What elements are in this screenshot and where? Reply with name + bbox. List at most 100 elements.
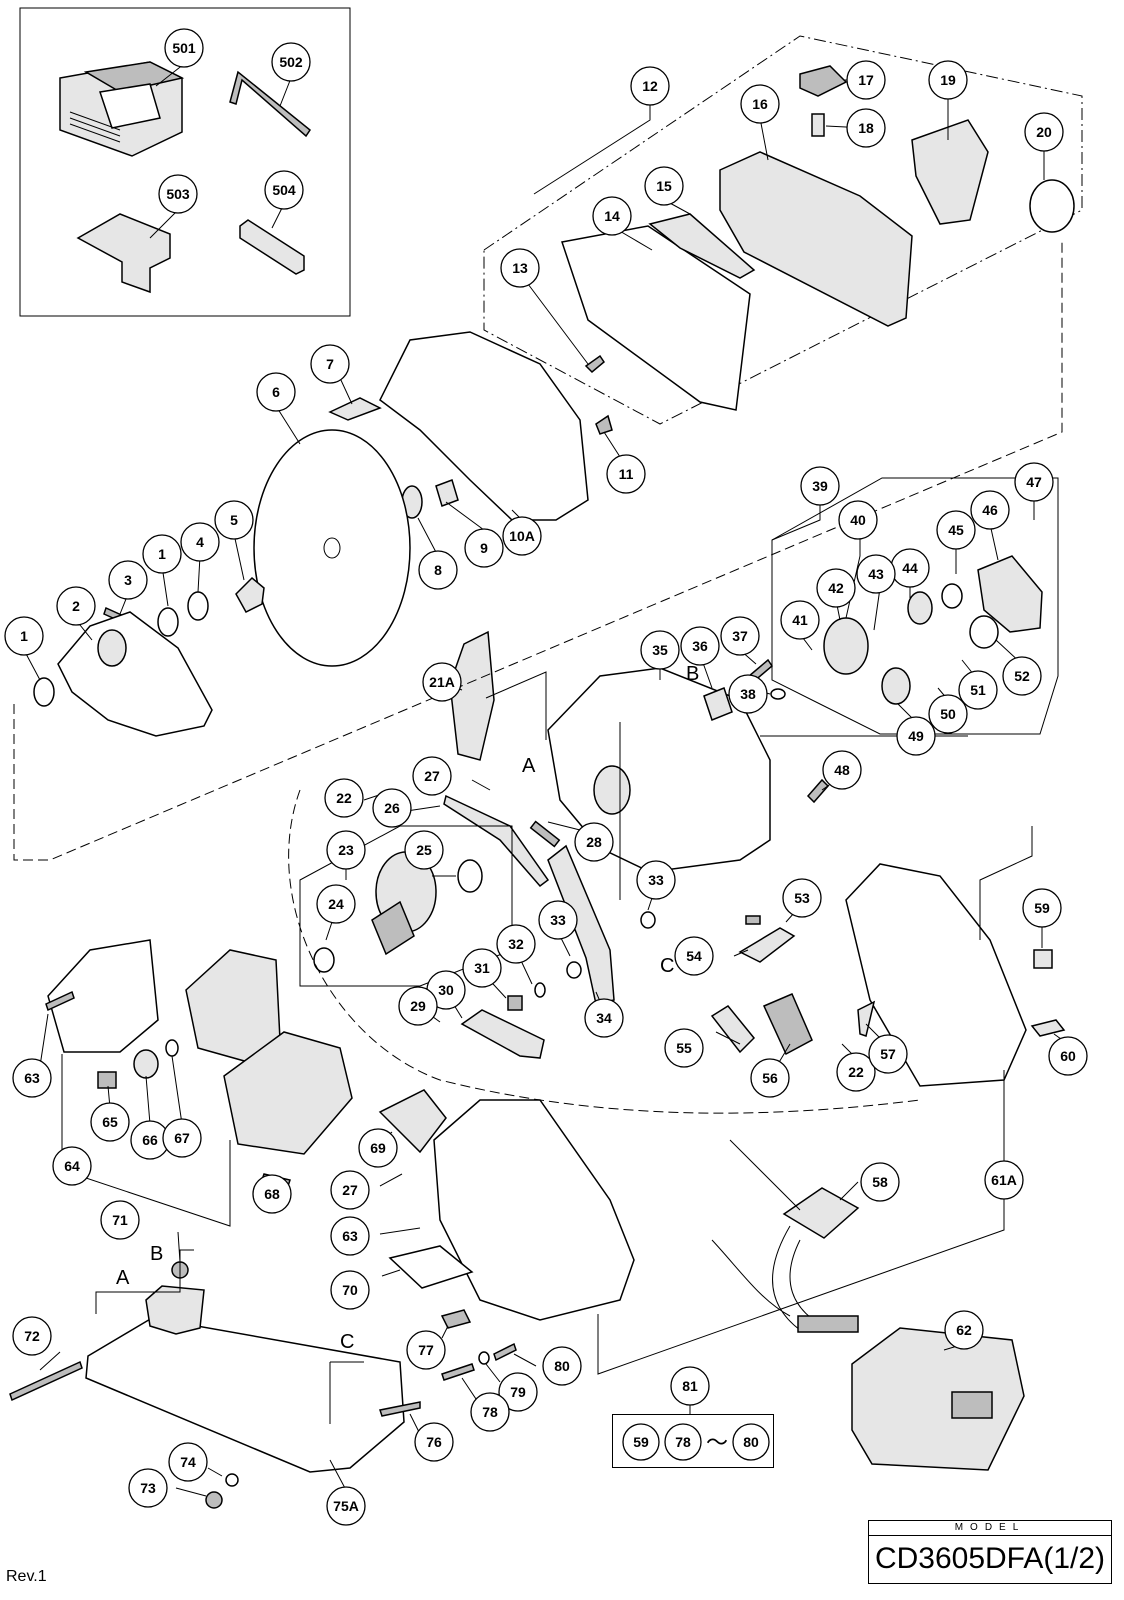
callout-number: 24: [328, 896, 344, 912]
callout-number: 53: [794, 890, 810, 906]
callout-circle: [860, 1162, 900, 1202]
bushing-36-illustration: [703, 687, 733, 721]
part-callout: 71: [100, 1200, 140, 1240]
part-callout: 78: [470, 1392, 510, 1432]
washer-33b-illustration: [640, 911, 656, 929]
callout-circle: [538, 900, 578, 940]
part-callout: 501: [164, 28, 204, 68]
part-callout: 22: [324, 778, 364, 818]
part-callout: 74: [168, 1442, 208, 1482]
kit-range-symbol: ～: [706, 1431, 728, 1456]
callout-number: 50: [940, 706, 956, 722]
callout-circle: [1002, 656, 1042, 696]
callout-number: 63: [342, 1228, 358, 1244]
screw-63a-illustration: [45, 990, 75, 1012]
callout-number: 17: [858, 72, 874, 88]
callout-circle: [574, 822, 614, 862]
motor-housing-64-illustration: [47, 939, 159, 1053]
callout-number: 8: [434, 562, 442, 578]
reference-letter-b: B: [150, 1243, 163, 1265]
part-callout: 10A: [502, 516, 542, 556]
callout-number: 503: [166, 186, 190, 202]
part-callout: 25: [404, 830, 444, 870]
part-callout: 65: [90, 1102, 130, 1142]
part-callout: 6: [256, 372, 296, 412]
part-callout: 80: [542, 1346, 582, 1386]
washer-38-illustration: [770, 688, 786, 700]
callout-circle: [740, 84, 780, 124]
callout-number: 39: [812, 478, 828, 494]
callout-number: 30: [438, 982, 454, 998]
part-callout: 36: [680, 626, 720, 666]
part-callout: 502: [271, 42, 311, 82]
callout-number: 68: [264, 1186, 280, 1202]
callout-circle: [1048, 1036, 1088, 1076]
callout-circle: [542, 1346, 582, 1386]
cap-illustration: [1029, 179, 1075, 233]
callout-number: 18: [858, 120, 874, 136]
washer-79-illustration: [478, 1351, 490, 1365]
kit-item-number: 80: [743, 1434, 759, 1450]
callout-circle: [414, 1422, 454, 1462]
callout-circle: [846, 60, 886, 100]
callout-circle: [372, 788, 412, 828]
callout-number: 40: [850, 512, 866, 528]
callout-circle: [780, 600, 820, 640]
part-callout: 39: [800, 466, 840, 506]
cover-plate-illustration: [561, 225, 751, 411]
part-callout: 63: [330, 1216, 370, 1256]
callout-number: 70: [342, 1282, 358, 1298]
part-callout: 31: [462, 948, 502, 988]
part-callout: 14: [592, 196, 632, 236]
callout-circle: [4, 616, 44, 656]
callout-number: 64: [64, 1158, 80, 1174]
callout-circle: [142, 534, 182, 574]
callout-circle: [326, 830, 366, 870]
part-callout: 34: [584, 998, 624, 1038]
part-callout: 13: [500, 248, 540, 288]
callout-number: 75A: [333, 1498, 359, 1514]
dust-cover-illustration: [719, 151, 913, 327]
part-callout: 33: [636, 860, 676, 900]
callout-circle: [502, 516, 542, 556]
connector-plug: [797, 1315, 859, 1333]
callout-number: 1: [20, 628, 28, 644]
callout-number: 4: [196, 534, 204, 550]
ring-32-illustration: [534, 982, 546, 998]
gear-case-bore: [593, 765, 631, 815]
callout-number: 26: [384, 800, 400, 816]
reference-letter-a: A: [116, 1267, 130, 1289]
callout-circle: [158, 174, 198, 214]
callout-number: 52: [1014, 668, 1030, 684]
callout-number: 22: [336, 790, 352, 806]
guide-line-4: [61, 1054, 231, 1227]
sleeve-tube-illustration: [239, 219, 305, 275]
part-callout: 18: [846, 108, 886, 148]
part-callout: 16: [740, 84, 780, 124]
kit-callout-number: 81: [682, 1378, 698, 1394]
callout-number: 69: [370, 1140, 386, 1156]
part-callout: 503: [158, 174, 198, 214]
part-callout: 46: [970, 490, 1010, 530]
callout-circle: [782, 878, 822, 918]
callout-number: 21A: [429, 674, 455, 690]
callout-circle: [462, 948, 502, 988]
callout-circle: [100, 1200, 140, 1240]
callout-number: 45: [948, 522, 964, 538]
spring-illustration: [811, 113, 825, 137]
callout-circle: [12, 1316, 52, 1356]
callout-number: 51: [970, 682, 986, 698]
callout-number: 36: [692, 638, 708, 654]
callout-number: 72: [24, 1328, 40, 1344]
harness-illustration: [782, 1187, 860, 1239]
part-callout: 45: [936, 510, 976, 550]
part-callout: 58: [860, 1162, 900, 1202]
callout-circle: [728, 674, 768, 714]
callout-circle: [326, 1486, 366, 1526]
ring-67-illustration: [165, 1039, 179, 1057]
part-callout: 57: [868, 1034, 908, 1074]
part-callout: 38: [728, 674, 768, 714]
kit-item-circle: [732, 1423, 770, 1461]
